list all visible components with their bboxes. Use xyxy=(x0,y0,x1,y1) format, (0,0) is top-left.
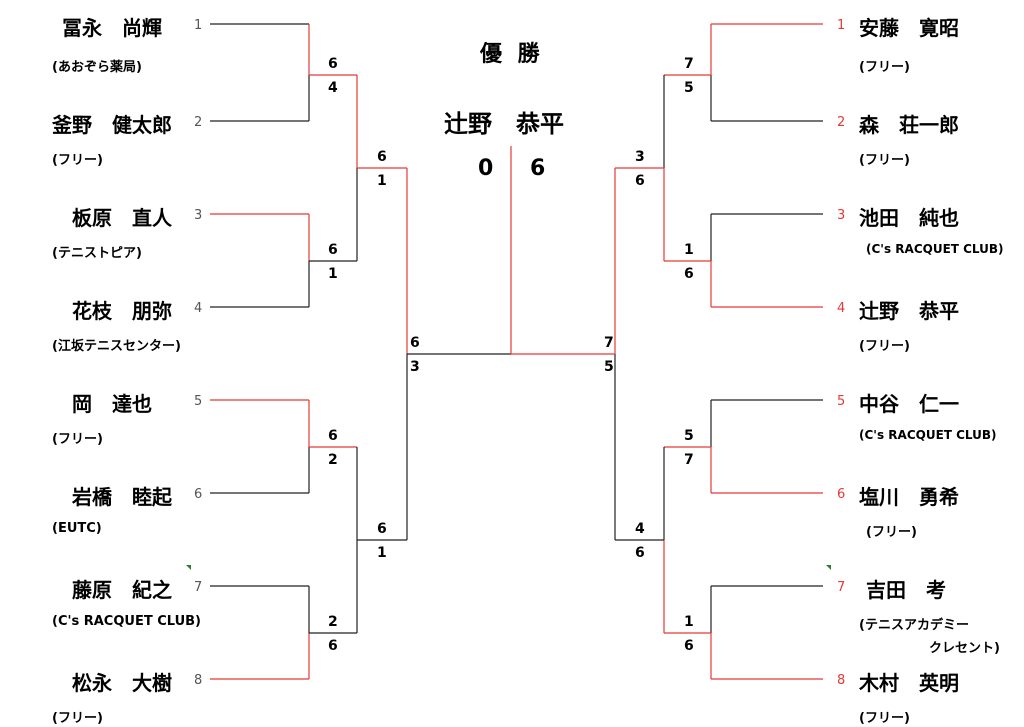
seed-number: 7 xyxy=(194,580,203,595)
score: 6 xyxy=(328,638,338,654)
score: 6 xyxy=(684,266,694,282)
player-name: 岡 達也 xyxy=(72,392,152,416)
score: 7 xyxy=(604,335,614,351)
player-name: 釜野 健太郎 xyxy=(52,113,172,137)
affiliation: (フリー) xyxy=(859,153,910,168)
score: 5 xyxy=(604,359,614,375)
seed-number: 4 xyxy=(194,301,203,316)
player-name: 岩橋 睦起 xyxy=(72,485,172,509)
seed-number: 7 xyxy=(837,580,846,595)
seed-number: 5 xyxy=(194,394,203,409)
affiliation: (C's RACQUET CLUB) xyxy=(859,428,997,442)
score: 6 xyxy=(377,521,387,537)
affiliation: (江坂テニスセンター) xyxy=(52,339,181,354)
seed-number: 8 xyxy=(194,673,203,688)
affiliation: (フリー) xyxy=(859,711,910,726)
affiliation-line-2: クレセント) xyxy=(929,641,1000,656)
seed-number: 8 xyxy=(837,673,846,688)
score: 4 xyxy=(635,521,645,537)
affiliation: (フリー) xyxy=(859,339,910,354)
player-name: 藤原 紀之 xyxy=(72,578,172,602)
player-name: 池田 純也 xyxy=(859,206,959,230)
score: 7 xyxy=(684,452,694,468)
affiliation: (テニスアカデミー xyxy=(859,618,969,633)
score: 5 xyxy=(684,80,694,96)
affiliation: (フリー) xyxy=(52,432,103,447)
score: 6 xyxy=(328,56,338,72)
player-name: 花枝 朋弥 xyxy=(72,299,172,323)
seed-number: 6 xyxy=(837,487,846,502)
score: 1 xyxy=(684,614,694,630)
seed-number: 6 xyxy=(194,487,203,502)
score: 2 xyxy=(328,614,338,630)
seed-number: 4 xyxy=(837,301,846,316)
player-name: 安藤 寛昭 xyxy=(859,16,959,40)
score: 1 xyxy=(377,545,387,561)
seed-number: 2 xyxy=(194,115,203,130)
seed-number: 1 xyxy=(837,18,846,33)
score: 1 xyxy=(377,173,387,189)
score: 2 xyxy=(328,452,338,468)
seed-number: 1 xyxy=(194,18,203,33)
champion-name: 辻野 恭平 xyxy=(444,110,564,138)
affiliation: (フリー) xyxy=(52,711,103,726)
affiliation: (EUTC) xyxy=(52,521,102,536)
score: 6 xyxy=(684,638,694,654)
affiliation: (C's RACQUET CLUB) xyxy=(866,242,1004,256)
player-name: 塩川 勇希 xyxy=(859,485,959,509)
comment-marker-icon xyxy=(826,565,831,570)
final-score-right: 6 xyxy=(530,156,546,181)
player-name: 辻野 恭平 xyxy=(859,299,959,323)
seed-number: 3 xyxy=(837,208,846,223)
affiliation: (テニストピア) xyxy=(52,246,142,261)
seed-number: 5 xyxy=(837,394,846,409)
player-name: 中谷 仁一 xyxy=(859,392,959,416)
affiliation: (C's RACQUET CLUB) xyxy=(52,614,201,629)
player-name: 森 荘一郎 xyxy=(859,113,959,137)
score: 1 xyxy=(328,266,338,282)
player-name: 松永 大樹 xyxy=(72,671,172,695)
seed-number: 2 xyxy=(837,115,846,130)
affiliation: (フリー) xyxy=(866,525,917,540)
affiliation: (フリー) xyxy=(52,153,103,168)
final-score-left: 0 xyxy=(478,156,494,181)
score: 6 xyxy=(410,335,420,351)
score: 1 xyxy=(684,242,694,258)
score: 3 xyxy=(410,359,420,375)
seed-number: 3 xyxy=(194,208,203,223)
score: 6 xyxy=(328,242,338,258)
score: 3 xyxy=(635,149,645,165)
score: 6 xyxy=(635,173,645,189)
comment-marker-icon xyxy=(186,565,191,570)
score: 7 xyxy=(684,56,694,72)
player-name: 冨永 尚輝 xyxy=(62,16,162,40)
score: 5 xyxy=(684,428,694,444)
title: 優 勝 xyxy=(480,42,544,67)
score: 6 xyxy=(635,545,645,561)
score: 4 xyxy=(328,80,338,96)
score: 6 xyxy=(377,149,387,165)
affiliation: (フリー) xyxy=(859,60,910,75)
player-name: 木村 英明 xyxy=(859,671,959,695)
affiliation: (あおぞら薬局) xyxy=(52,60,142,75)
score: 6 xyxy=(328,428,338,444)
player-name: 板原 直人 xyxy=(72,206,172,230)
player-name: 吉田 考 xyxy=(866,578,946,602)
